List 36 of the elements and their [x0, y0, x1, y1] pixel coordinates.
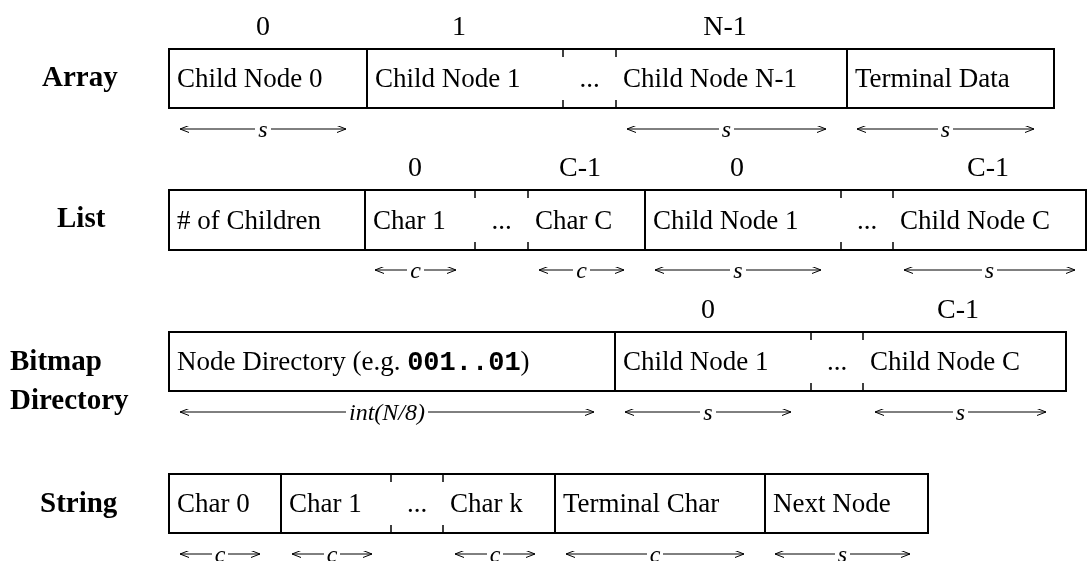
- row-label: String: [40, 485, 119, 520]
- ellipsis-cell: ...: [811, 331, 863, 392]
- memory-cell: Child Node 1: [614, 331, 811, 392]
- memory-cell: Char 1: [280, 473, 391, 534]
- dimension-label: int(N/8): [346, 400, 428, 424]
- index-label: C-1: [936, 294, 980, 324]
- memory-cell: Child Node 0: [168, 48, 366, 109]
- memory-cell: # of Children: [168, 189, 364, 251]
- memory-cell: Child Node N-1: [616, 48, 846, 109]
- memory-cell: Terminal Char: [554, 473, 764, 534]
- row-label: List: [57, 200, 107, 235]
- row-label: Bitmap Directory: [10, 343, 130, 417]
- index-label: 0: [700, 294, 716, 324]
- memory-cell: Child Node C: [863, 331, 1067, 392]
- memory-cell: Child Node 1: [366, 48, 563, 109]
- index-label: C-1: [966, 152, 1010, 182]
- memory-cell: Terminal Data: [846, 48, 1055, 109]
- memory-cell: Char C: [528, 189, 644, 251]
- memory-cell: Child Node C: [893, 189, 1087, 251]
- ellipsis-cell: ...: [841, 189, 893, 251]
- index-label: C-1: [558, 152, 602, 182]
- index-label: 1: [451, 11, 467, 41]
- memory-cell: Child Node 1: [644, 189, 841, 251]
- ellipsis-cell: ...: [563, 48, 616, 109]
- index-label: 0: [255, 11, 271, 41]
- ellipsis-cell: ...: [475, 189, 528, 251]
- ellipsis-cell: ...: [391, 473, 443, 534]
- row-label: Array: [42, 59, 119, 94]
- memory-cell: Char 0: [168, 473, 280, 534]
- index-label: 0: [729, 152, 745, 182]
- memory-cell: Node Directory (e.g. 001..01): [168, 331, 614, 392]
- memory-cell: Char k: [443, 473, 554, 534]
- index-label: N-1: [702, 11, 748, 41]
- memory-cell: Char 1: [364, 189, 475, 251]
- index-label: 0: [407, 152, 423, 182]
- memory-cell: Next Node: [764, 473, 929, 534]
